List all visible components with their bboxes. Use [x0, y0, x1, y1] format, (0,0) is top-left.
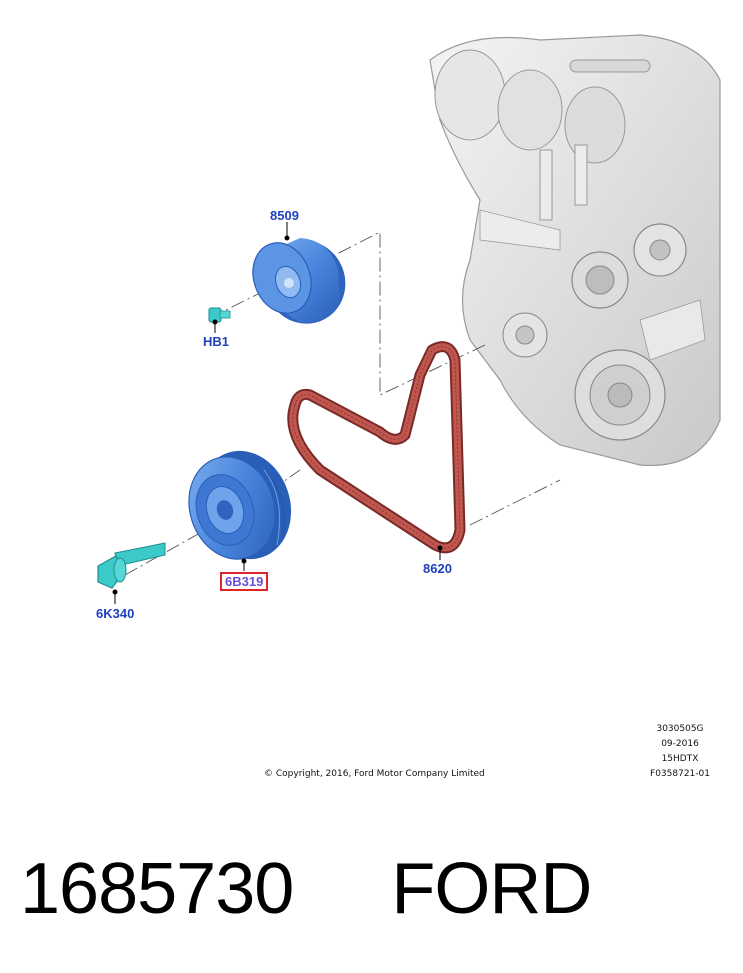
crankshaft-pulley: [188, 450, 292, 560]
callout-6k340[interactable]: 6K340: [96, 606, 135, 621]
callout-8509[interactable]: 8509: [270, 208, 299, 223]
metadata-line-4: F0358721-01: [650, 769, 710, 779]
metadata-line-2: 09-2016: [661, 739, 699, 749]
engine-block: [429, 34, 721, 467]
leader-lines: [112, 222, 443, 604]
metadata-line-3: 15HDTX: [661, 754, 699, 764]
footer-caption: 1685730 FORD: [20, 848, 592, 930]
callout-6b319[interactable]: 6B319: [220, 572, 269, 591]
diagram-metadata: 3030505G 09-2016 15HDTX F0358721-01: [640, 722, 720, 782]
drive-belt: [287, 341, 466, 554]
callout-8620[interactable]: 8620: [423, 561, 452, 576]
copyright-notice: © Copyright, 2016, Ford Motor Company Li…: [264, 769, 485, 779]
metadata-line-1: 3030505G: [656, 724, 704, 734]
bolt-6k340: [97, 542, 166, 589]
callout-hb1[interactable]: HB1: [203, 334, 230, 349]
footer-brand: FORD: [391, 849, 592, 929]
idler-pulley: [252, 238, 346, 324]
footer-part-number: 1685730: [20, 849, 294, 929]
bolt-hb1: [208, 307, 231, 323]
